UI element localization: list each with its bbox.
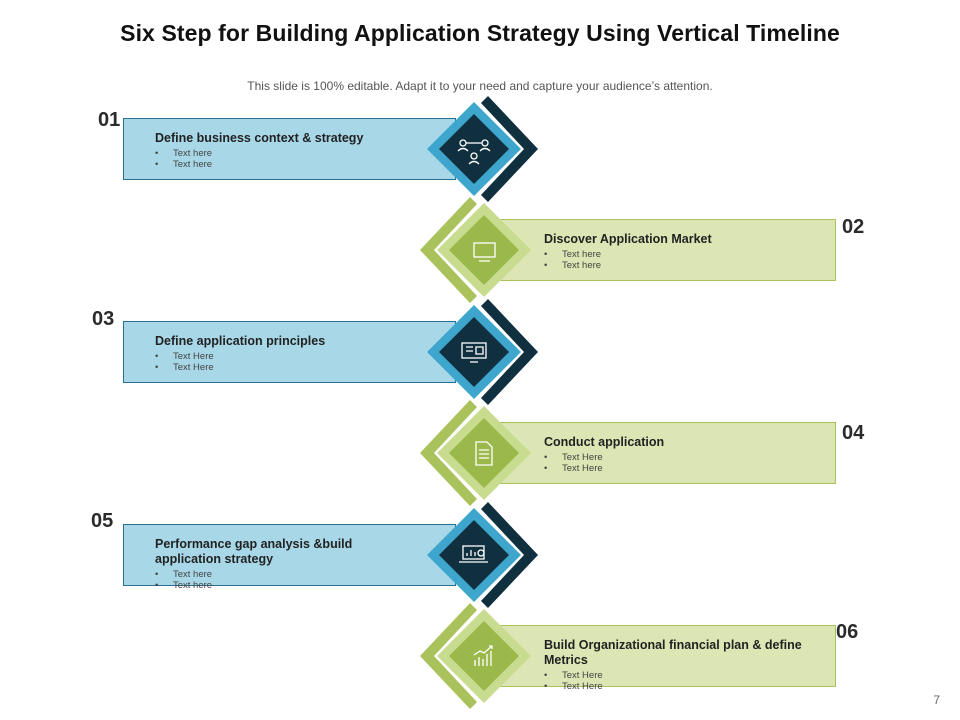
- step-2-title: Discover Application Market: [544, 232, 712, 246]
- step-5-number: 05: [91, 510, 114, 532]
- step-2-box: Discover Application Market Text here Te…: [500, 219, 836, 281]
- step-3-box: Define application principles Text Here …: [123, 321, 456, 383]
- step-3-title: Define application principles: [155, 334, 326, 348]
- monitor-icon: [473, 242, 496, 262]
- page-number: 7: [933, 693, 940, 707]
- step-4-title: Conduct application: [544, 435, 665, 449]
- step-2-bullet-2: Text here: [544, 260, 815, 271]
- step-1-box: Define business context & strategy Text …: [123, 118, 456, 180]
- step-4-number: 04: [842, 422, 865, 444]
- step-2-number: 02: [842, 216, 865, 238]
- step-4-bullet-2: Text Here: [544, 463, 815, 474]
- step-3-number: 03: [92, 308, 115, 330]
- step-4-bullet-1: Text Here: [544, 452, 815, 463]
- step-3-bullet-2: Text Here: [155, 362, 385, 373]
- slide-title: Six Step for Building Application Strate…: [120, 20, 840, 46]
- step-5-box: Performance gap analysis &build applicat…: [123, 524, 456, 591]
- step-5-title: Performance gap analysis &build applicat…: [155, 537, 353, 566]
- step-6-bullet-1: Text Here: [544, 670, 815, 681]
- step-6-bullet-2: Text Here: [544, 681, 815, 692]
- document-icon: [475, 441, 493, 466]
- growth-chart-icon: [473, 645, 493, 666]
- step-6-title: Build Organizational financial plan & de…: [544, 638, 802, 667]
- step-1-bullet-2: Text here: [155, 159, 385, 170]
- step-1-bullet-1: Text here: [155, 148, 385, 159]
- computer-dashboard-icon: [461, 342, 487, 363]
- step-2-bullet-1: Text here: [544, 249, 815, 260]
- step-1-number: 01: [98, 109, 121, 131]
- slide-subtitle: This slide is 100% editable. Adapt it to…: [247, 79, 713, 93]
- step-6-box: Build Organizational financial plan & de…: [500, 625, 836, 692]
- step-4-box: Conduct application Text Here Text Here: [500, 422, 836, 484]
- step-5-bullet-1: Text here: [155, 569, 385, 580]
- step-3-bullet-1: Text Here: [155, 351, 385, 362]
- laptop-analytics-icon: [459, 545, 488, 563]
- people-network-icon: [457, 139, 491, 165]
- step-5-bullet-2: Text here: [155, 580, 385, 591]
- step-1-title: Define business context & strategy: [155, 131, 364, 145]
- step-6-number: 06: [836, 621, 859, 643]
